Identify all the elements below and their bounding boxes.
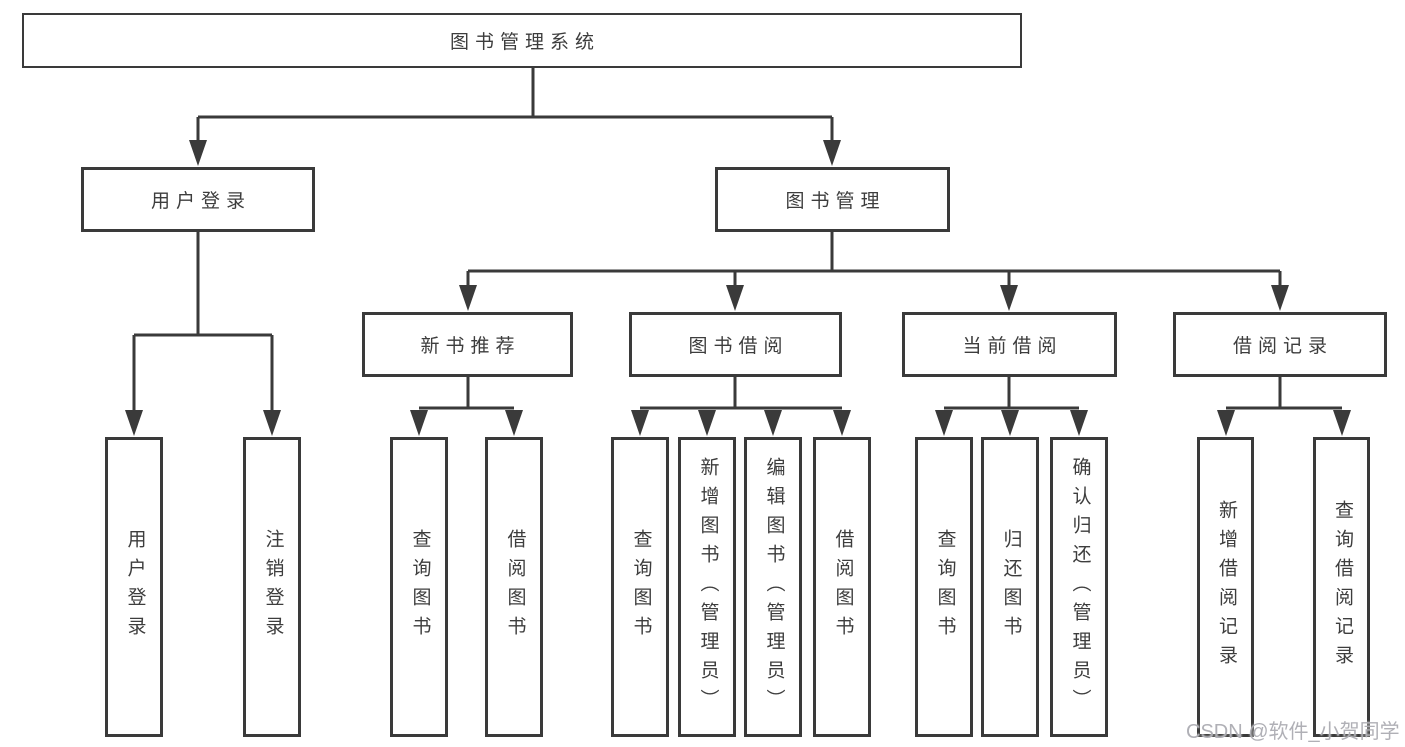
leaf-label: 查询图书: [630, 529, 652, 645]
leaf-query-books-current: 查询图书: [915, 437, 973, 737]
leaf-label: 注销登录: [262, 529, 284, 645]
leaf-add-borrow-record: 新增借阅记录: [1197, 437, 1254, 737]
leaf-label: 归还图书: [1000, 529, 1022, 645]
leaf-query-borrow-record: 查询借阅记录: [1313, 437, 1370, 737]
node-root: 图书管理系统: [22, 13, 1022, 68]
leaf-label: 用户登录: [124, 529, 146, 645]
leaf-label: 借阅图书: [832, 529, 854, 645]
leaf-label: 查询借阅记录: [1331, 500, 1353, 674]
leaf-user-login: 用户登录: [105, 437, 163, 737]
csdn-watermark: CSDN @软件_小贺同学: [1186, 721, 1400, 743]
node-book-management: 图书管理: [715, 167, 950, 232]
leaf-label: 查询图书: [934, 529, 956, 645]
leaf-confirm-return-admin: 确认归还（管理员）: [1050, 437, 1108, 737]
node-user-login: 用户登录: [81, 167, 315, 232]
leaf-edit-book-admin: 编辑图书（管理员）: [744, 437, 802, 737]
leaf-query-books-recommend: 查询图书: [390, 437, 448, 737]
leaf-label: 新增图书（管理员）: [697, 456, 719, 718]
leaf-add-book-admin: 新增图书（管理员）: [678, 437, 736, 737]
leaf-label: 借阅图书: [504, 529, 526, 645]
node-current-borrowing: 当前借阅: [902, 312, 1117, 377]
leaf-label: 编辑图书（管理员）: [763, 456, 785, 718]
leaf-query-books-borrowing: 查询图书: [611, 437, 669, 737]
node-new-book-recommend: 新书推荐: [362, 312, 573, 377]
leaf-logout: 注销登录: [243, 437, 301, 737]
leaf-return-book: 归还图书: [981, 437, 1039, 737]
leaf-borrow-books-recommend: 借阅图书: [485, 437, 543, 737]
leaf-borrow-books-borrowing: 借阅图书: [813, 437, 871, 737]
leaf-label: 确认归还（管理员）: [1069, 456, 1091, 718]
leaf-label: 新增借阅记录: [1215, 500, 1237, 674]
node-borrow-records: 借阅记录: [1173, 312, 1387, 377]
leaf-label: 查询图书: [409, 529, 431, 645]
node-book-borrowing: 图书借阅: [629, 312, 842, 377]
arrowheads: [125, 140, 1351, 436]
